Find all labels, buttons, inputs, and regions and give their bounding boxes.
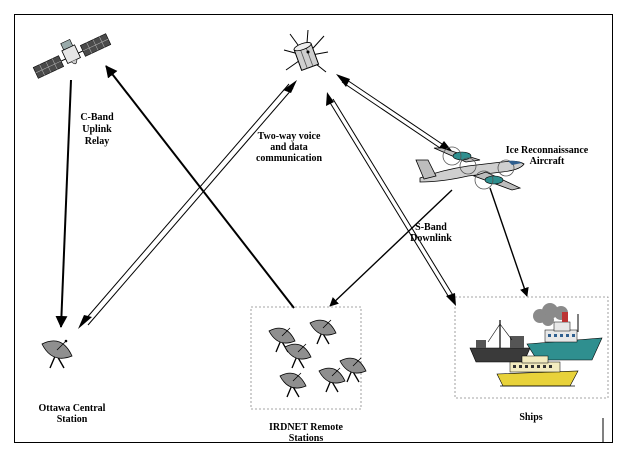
ship-icon xyxy=(469,320,531,363)
s-band-label-2: Downlink xyxy=(410,233,452,244)
c-band-label-1: C-Band xyxy=(80,112,114,123)
ships-group-box xyxy=(454,296,609,399)
c-band-label-2: Uplink xyxy=(82,124,112,135)
head-near-comsat-2 xyxy=(336,74,350,87)
dish-antenna-icon xyxy=(339,357,367,383)
dish-antenna-icon xyxy=(268,327,296,353)
arrow-comsat-aircraft-a xyxy=(343,77,446,147)
dish-antenna-icon xyxy=(279,372,307,398)
ships-icons xyxy=(469,303,603,387)
two-way-label-2: and data xyxy=(270,142,308,153)
arrow-comsat-ships-b xyxy=(332,98,455,298)
irdnet-label-2: Stations xyxy=(289,433,324,444)
diagram-frame xyxy=(14,14,613,443)
two-way-label-1: Two-way voice xyxy=(258,131,321,142)
head-near-comsat-3 xyxy=(326,92,334,106)
c-band-label-3: Relay xyxy=(85,136,109,147)
irdnet-label-1: IRDNET Remote xyxy=(269,422,344,433)
arrow-s-band-downlink xyxy=(329,189,453,307)
ottawa-label-1: Ottawa Central xyxy=(39,403,106,414)
ships-label: Ships xyxy=(519,412,542,423)
arrow-aircraft-to-ships xyxy=(489,187,529,297)
arrows xyxy=(55,65,529,328)
dish-antenna-icon xyxy=(309,319,337,345)
ottawa-label-2: Station xyxy=(57,414,88,425)
s-band-label-1: S-Band xyxy=(415,222,447,233)
arrow-c-band-uplink xyxy=(55,79,72,328)
irdnet-dishes xyxy=(268,319,367,398)
labels: C-Band Uplink Relay Two-way voice and da… xyxy=(39,112,589,444)
satellite-icon xyxy=(32,33,112,79)
arrow-comsat-aircraft-b xyxy=(341,81,444,151)
head-near-ottawa xyxy=(78,315,92,329)
ship-icon xyxy=(526,312,603,361)
dish-antenna-icon xyxy=(284,343,312,369)
aircraft-label-2: Aircraft xyxy=(530,156,565,167)
comsat-icon xyxy=(283,29,329,73)
ship-icon xyxy=(496,355,579,387)
aircraft-icon xyxy=(415,146,525,191)
dish-antenna-icon xyxy=(41,339,73,369)
aircraft-label-1: Ice Reconnaissance xyxy=(506,145,589,156)
head-near-comsat-1 xyxy=(283,80,297,93)
two-way-arrowheads xyxy=(78,74,456,329)
arrow-comsat-ships-a xyxy=(328,100,451,300)
head-near-ships xyxy=(446,293,456,306)
arrow-comsat-ottawa-b xyxy=(87,87,294,326)
arrow-comsat-ottawa-a xyxy=(83,83,290,322)
two-way-label-3: communication xyxy=(256,153,323,164)
dish-antenna-icon xyxy=(318,367,346,393)
